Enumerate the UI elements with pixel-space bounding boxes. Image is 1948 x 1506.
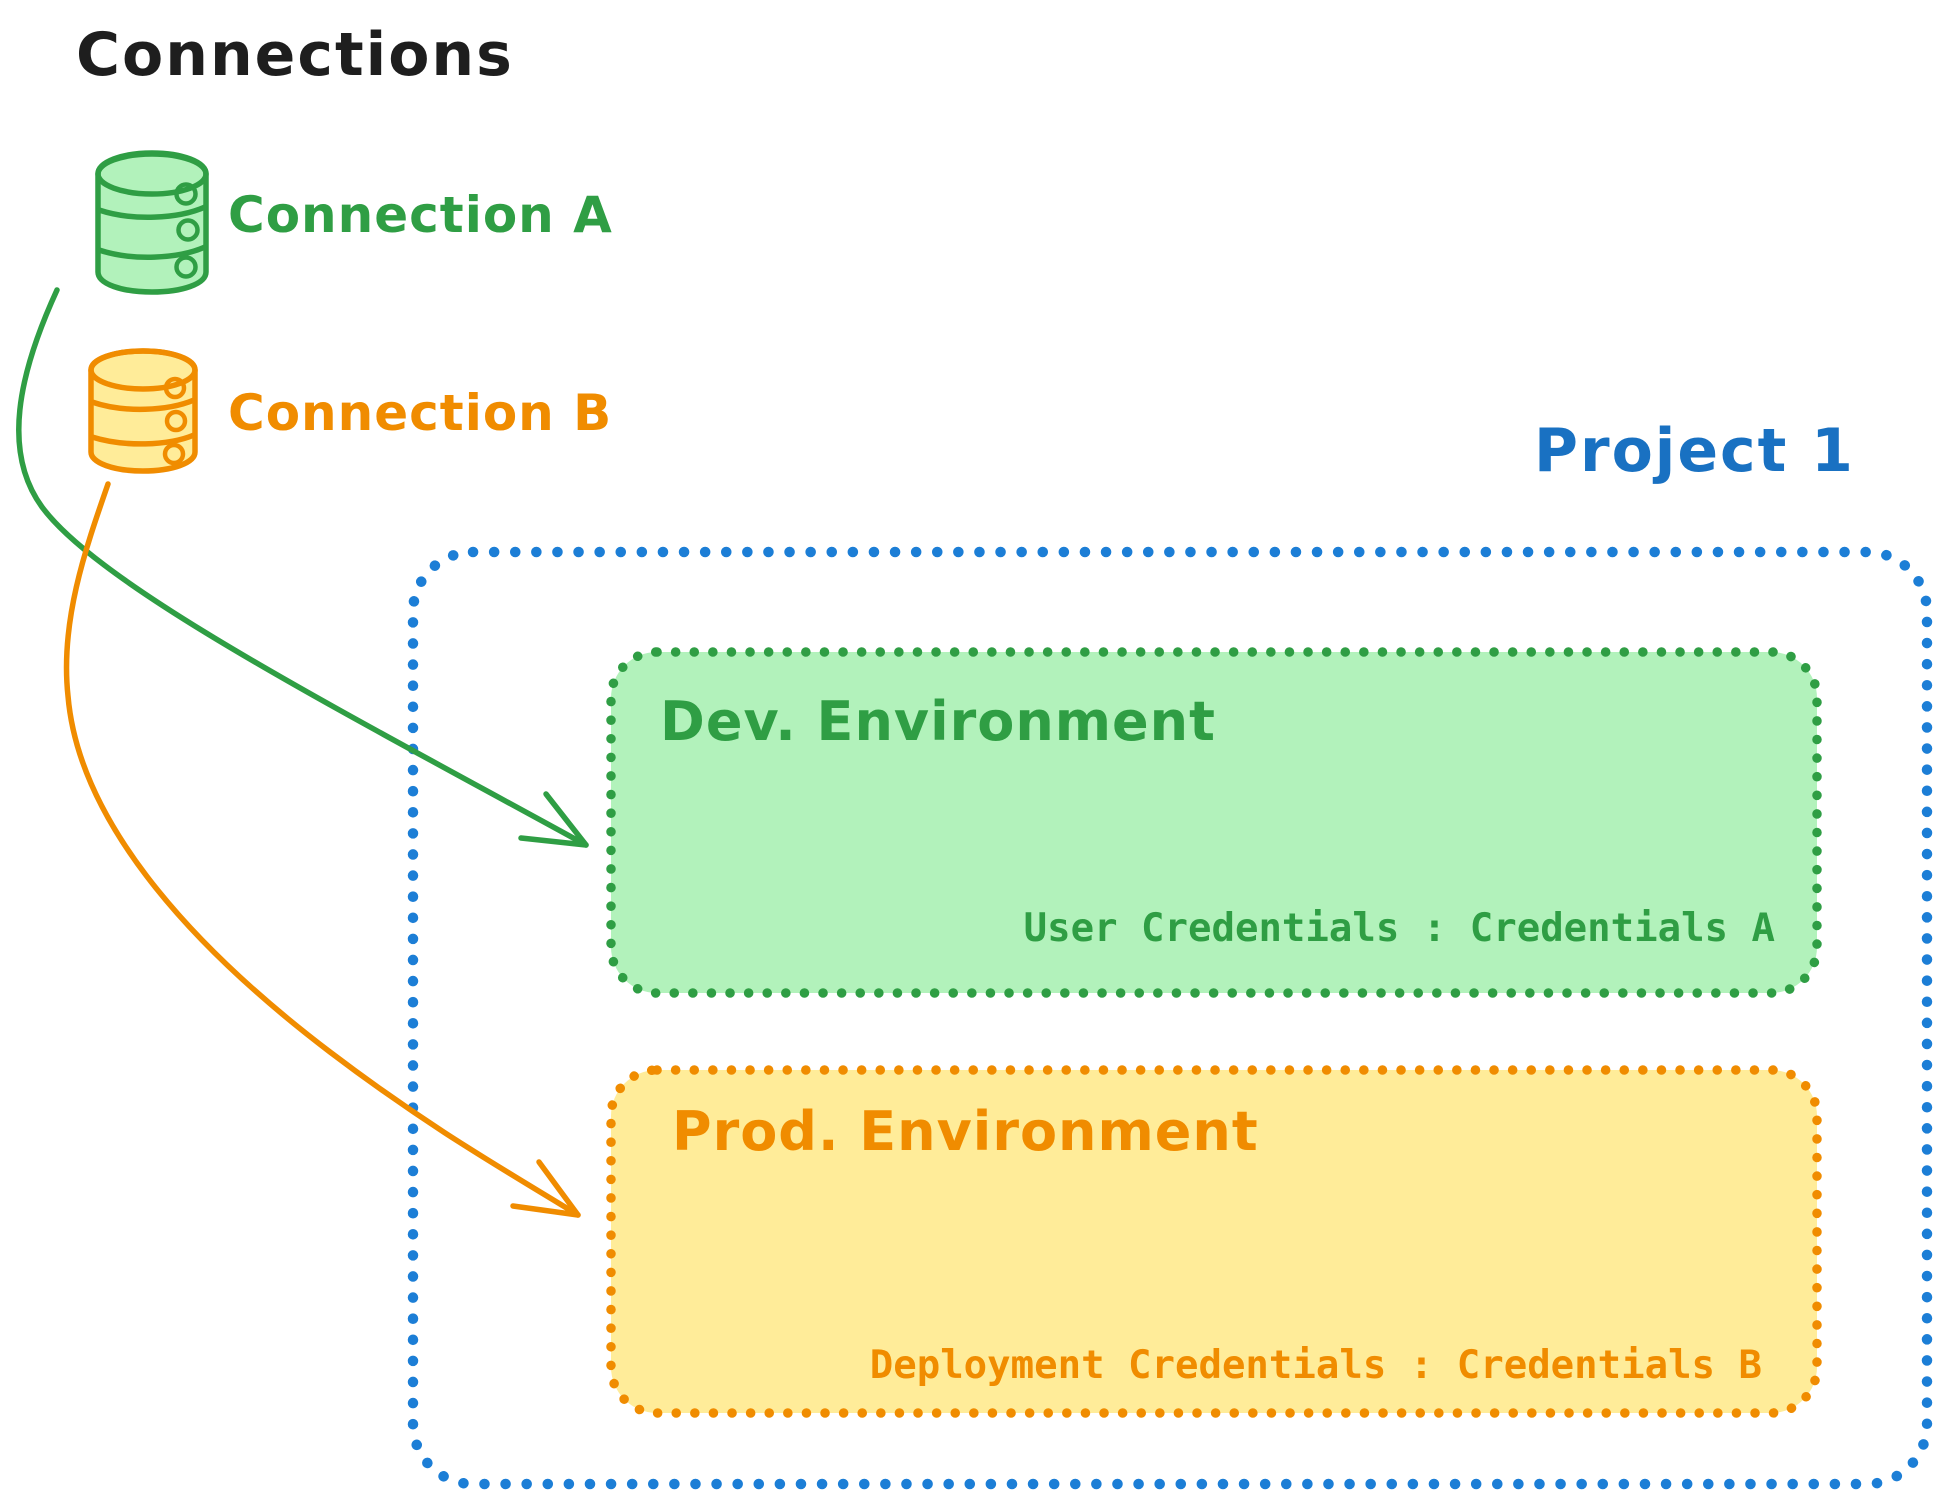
arrow-line [63, 481, 581, 1218]
dev-environment-box [606, 647, 1822, 998]
database-dot [176, 218, 200, 242]
arrow-head [518, 791, 589, 848]
arrow-connection-b-to-prod [63, 481, 581, 1218]
dev-environment-label: Dev. Environment [660, 690, 1216, 753]
dev-environment-credentials: User Credentials : Credentials A [1023, 906, 1775, 951]
prod-environment-credentials: Deployment Credentials : Credentials B [869, 1343, 1762, 1388]
connection-b-database-icon [88, 348, 198, 474]
database-band-line [96, 244, 208, 260]
project-1-label: Project 1 [1534, 416, 1855, 486]
page-title: Connections [76, 20, 514, 90]
database-dot [174, 255, 198, 279]
database-top [95, 151, 209, 197]
database-band-line [89, 397, 197, 413]
connection-b-label: Connection B [228, 384, 613, 442]
database-dot [164, 409, 188, 433]
database-top [88, 348, 198, 392]
prod-environment-label: Prod. Environment [672, 1100, 1259, 1163]
arrow-connection-a-to-dev [16, 287, 589, 848]
project-1-container-box [407, 546, 1933, 1490]
database-band-line [89, 432, 197, 447]
database-dot [162, 442, 186, 466]
arrow-line [16, 287, 589, 848]
database-band-line [96, 204, 208, 220]
database-dot [163, 376, 187, 400]
connection-a-label: Connection A [228, 186, 613, 244]
arrow-head [510, 1159, 581, 1218]
connection-a-database-icon [95, 150, 209, 295]
prod-environment-box [606, 1065, 1822, 1418]
database-dot [174, 182, 198, 206]
